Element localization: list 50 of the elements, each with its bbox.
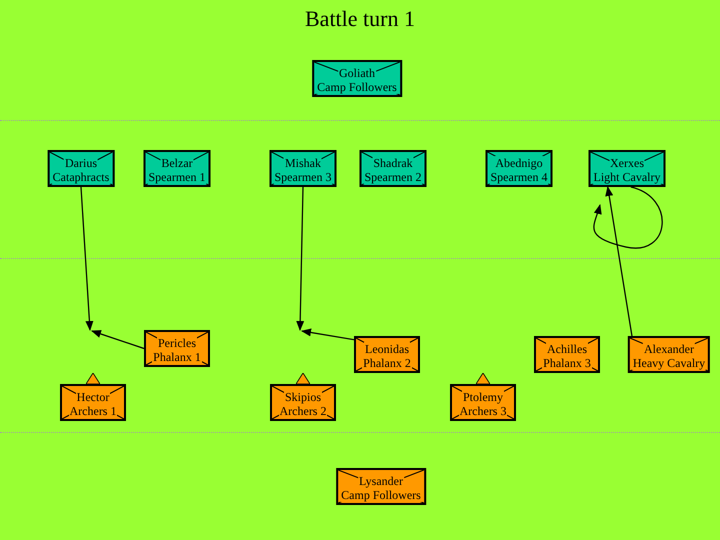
unit-box <box>354 336 420 373</box>
unit-type: Archers 2 <box>278 404 328 418</box>
unit-name: Lysander <box>358 474 404 488</box>
unit-name: Belzar <box>160 156 194 170</box>
unit-box <box>312 60 402 97</box>
unit-name: Goliath <box>338 66 376 80</box>
unit-name: Alexander <box>643 342 695 356</box>
unit-type: Archers 3 <box>458 404 508 418</box>
unit-box <box>534 336 600 373</box>
unit-box <box>144 150 210 187</box>
unit-type: Camp Followers <box>340 488 422 502</box>
unit-box <box>144 330 210 367</box>
unit-type: Spearmen 3 <box>274 170 332 184</box>
unit-type: Heavy Cavalry <box>632 356 706 370</box>
unit-type: Spearmen 2 <box>364 170 422 184</box>
unit-box <box>588 150 666 187</box>
unit-type: Spearmen 4 <box>490 170 548 184</box>
arrow <box>91 330 144 350</box>
unit-name: Abednigo <box>494 156 544 170</box>
unit-name: Achilles <box>546 342 588 356</box>
unit-name: Leonidas <box>364 342 410 356</box>
unit-type: Cataphracts <box>52 170 110 184</box>
title: Battle turn 1 <box>305 6 415 32</box>
unit-type: Light Cavalry <box>592 170 662 184</box>
unit-name: Shadrak <box>372 156 414 170</box>
arrow <box>80 186 94 331</box>
unit-type: Phalanx 1 <box>152 350 202 364</box>
unit-box <box>270 150 336 187</box>
arrow <box>301 328 354 340</box>
arrow <box>296 186 304 331</box>
unit-box <box>48 150 114 187</box>
unit-box <box>450 384 516 421</box>
unit-box <box>486 150 552 187</box>
unit-type: Camp Followers <box>316 80 398 94</box>
unit-box <box>270 384 336 421</box>
unit-box <box>360 150 426 187</box>
unit-type: Phalanx 3 <box>542 356 592 370</box>
arrow <box>605 186 633 336</box>
unit-type: Archers 1 <box>68 404 118 418</box>
unit-box <box>628 336 710 373</box>
arrow <box>593 186 663 249</box>
unit-name: Hector <box>76 390 110 404</box>
unit-name: Mishak <box>284 156 322 170</box>
unit-name: Skipios <box>284 390 322 404</box>
unit-type: Phalanx 2 <box>362 356 412 370</box>
unit-name: Pericles <box>157 336 197 350</box>
unit-name: Ptolemy <box>462 390 504 404</box>
unit-box <box>60 384 126 421</box>
unit-box <box>336 468 426 505</box>
unit-type: Spearmen 1 <box>148 170 206 184</box>
